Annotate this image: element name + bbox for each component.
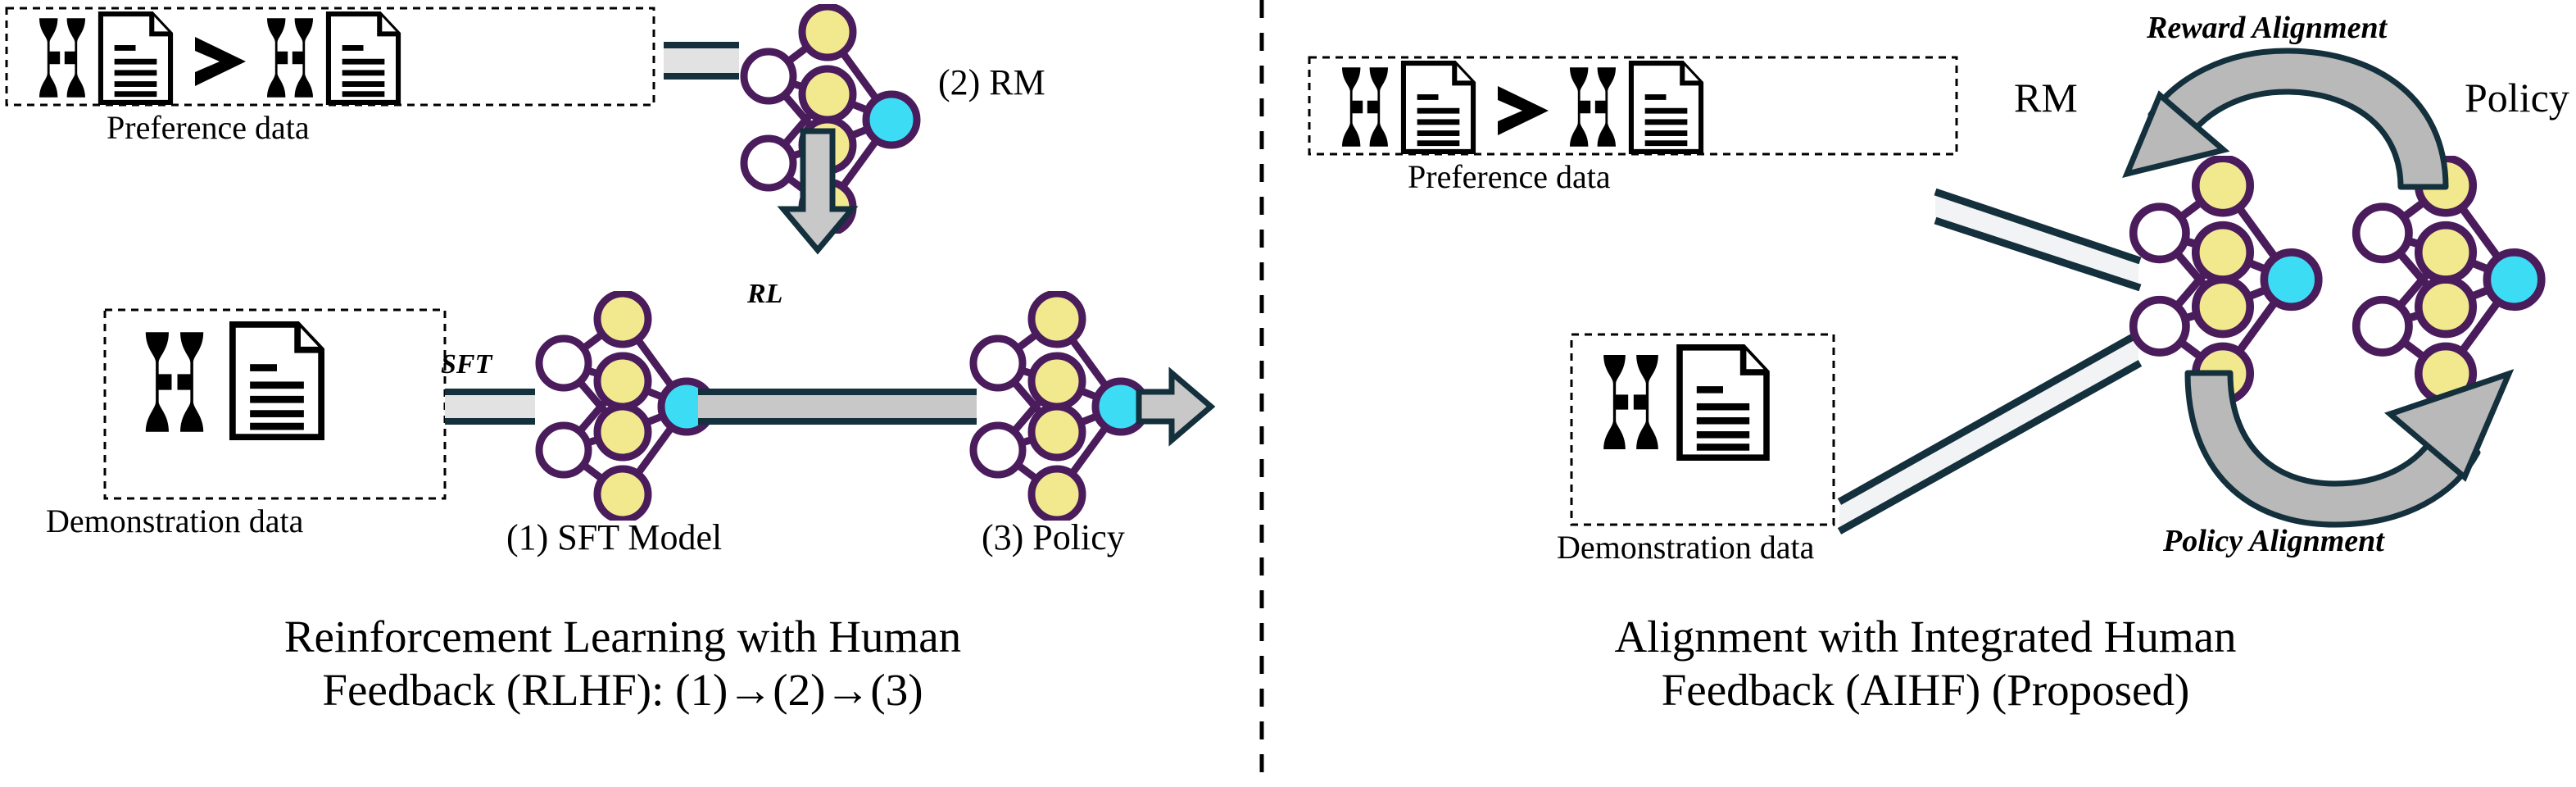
left-caption-line-2: Feedback (RLHF): (1)→(2)→(3)	[322, 664, 923, 715]
reward-alignment-label: Reward Alignment	[2147, 11, 2388, 45]
right-pref-human-2	[1570, 67, 1616, 147]
left-policy-label: (3) Policy	[982, 517, 1125, 557]
right-pref-to-rm-band	[1934, 188, 2142, 292]
right-pref-doc-1	[1404, 63, 1473, 152]
right-pref-human-1	[1342, 67, 1388, 147]
right-policy-network	[2356, 158, 2542, 401]
sft-edge-label: SFT	[441, 349, 492, 380]
right-demonstration-data-label: Demonstration data	[1557, 529, 1815, 566]
left-sft-network	[539, 293, 712, 520]
left-policy-output-arrow	[1136, 366, 1216, 447]
right-demonstration-data-box	[1570, 333, 1835, 526]
right-preference-data-box	[1308, 56, 1958, 156]
left-demonstration-data-label: Demonstration data	[46, 503, 304, 539]
left-rl-arrow	[777, 128, 859, 255]
right-panel-caption: Alignment with Integrated Human Feedback…	[1311, 611, 2540, 717]
right-policy-label: Policy	[2465, 75, 2569, 121]
reward-alignment-arrow	[2122, 48, 2449, 190]
left-caption-line-1: Reinforcement Learning with Human	[283, 612, 962, 662]
right-pref-doc-2	[1631, 63, 1701, 152]
policy-alignment-label: Policy Alignment	[2163, 524, 2384, 558]
left-demo-human	[145, 332, 204, 432]
right-caption-line-2: Feedback (AIHF) (Proposed)	[1661, 664, 2190, 715]
right-demo-human	[1603, 355, 1658, 449]
right-demo-to-rm-band	[1837, 330, 2143, 535]
right-preference-data-label: Preference data	[1408, 158, 1611, 195]
left-rm-label: (2) RM	[938, 62, 1045, 102]
left-pref-human-1	[39, 18, 85, 98]
left-preference-data-box	[5, 7, 655, 107]
left-sft-model-label: (1) SFT Model	[506, 517, 723, 557]
policy-alignment-arrow	[2184, 369, 2515, 528]
right-caption-line-1: Alignment with Integrated Human	[1614, 612, 2237, 662]
right-rm-network	[2134, 158, 2319, 401]
left-sft-band	[445, 389, 535, 425]
left-pref-to-rm-band	[664, 42, 739, 80]
left-policy-network	[973, 293, 1146, 520]
left-training-bar	[698, 389, 977, 425]
right-demo-doc	[1680, 348, 1766, 457]
left-pref-human-2	[267, 18, 313, 98]
right-pref-comparator	[1498, 86, 1549, 135]
rl-edge-label: RL	[747, 279, 783, 309]
left-demo-doc	[233, 325, 321, 437]
right-rm-label: RM	[2014, 75, 2078, 121]
left-pref-comparator	[195, 37, 246, 86]
left-preference-data-label: Preference data	[107, 109, 310, 146]
left-pref-doc-1	[101, 14, 170, 102]
left-pref-doc-2	[329, 14, 398, 102]
left-panel-caption: Reinforcement Learning with Human Feedba…	[8, 611, 1237, 717]
